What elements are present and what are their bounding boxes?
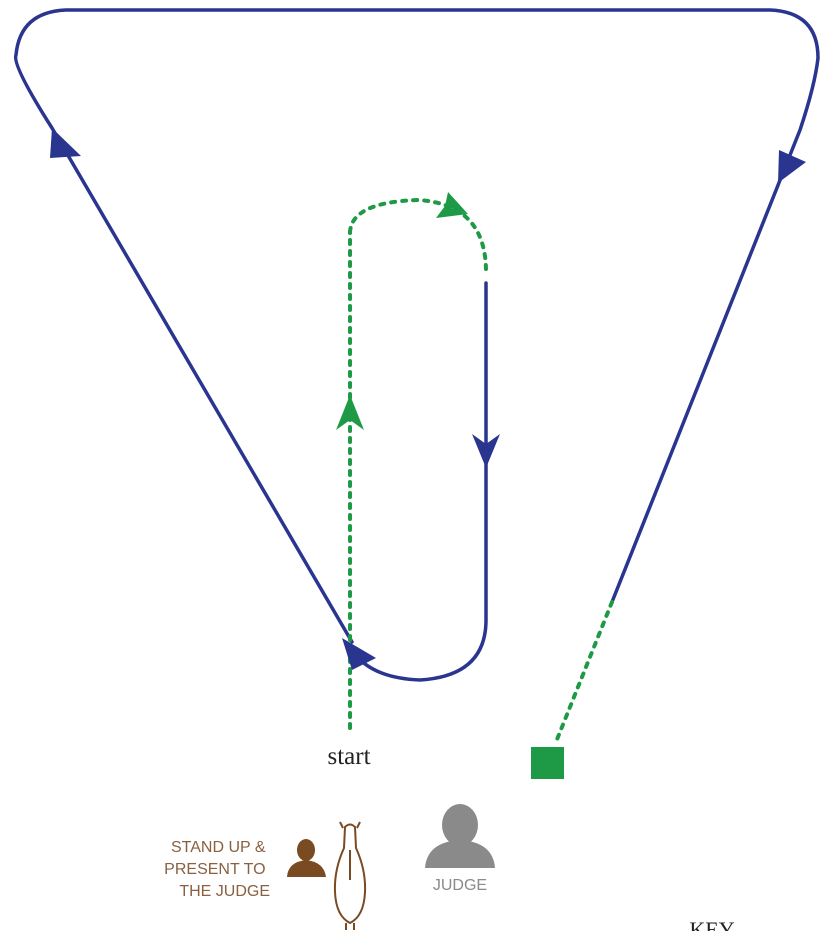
u-turn-trot-path: [350, 281, 488, 682]
judge-person-icon: [425, 804, 495, 868]
stand-up-label: STAND UP & PRESENT TO THE JUDGE: [164, 839, 270, 900]
stand-up-line-1: STAND UP &: [171, 839, 266, 856]
arrow-up-green-icon: [336, 395, 364, 430]
walk-path-top-arc: [348, 197, 488, 274]
arrow-down-icon: [472, 434, 500, 468]
arrow-up-left-icon: [50, 128, 81, 158]
stand-up-line-3: THE JUDGE: [179, 883, 270, 900]
horse-top-view-icon: [333, 821, 367, 930]
stand-up-line-2: PRESENT TO: [164, 861, 265, 878]
triangle-trot-path: [13, 8, 820, 644]
judge-label: JUDGE: [433, 877, 487, 894]
arrow-right-green-icon-tip: [445, 192, 468, 214]
arrow-right-green-icon: [436, 206, 468, 218]
start-label: start: [327, 743, 370, 770]
arrow-up-start-icon: [342, 638, 376, 670]
finish-square-marker: [531, 747, 564, 779]
arrow-down-right-icon: [778, 150, 806, 183]
handler-person-icon: [287, 839, 326, 877]
walk-path-to-finish: [554, 600, 614, 744]
key-label: KEY: [689, 917, 734, 931]
